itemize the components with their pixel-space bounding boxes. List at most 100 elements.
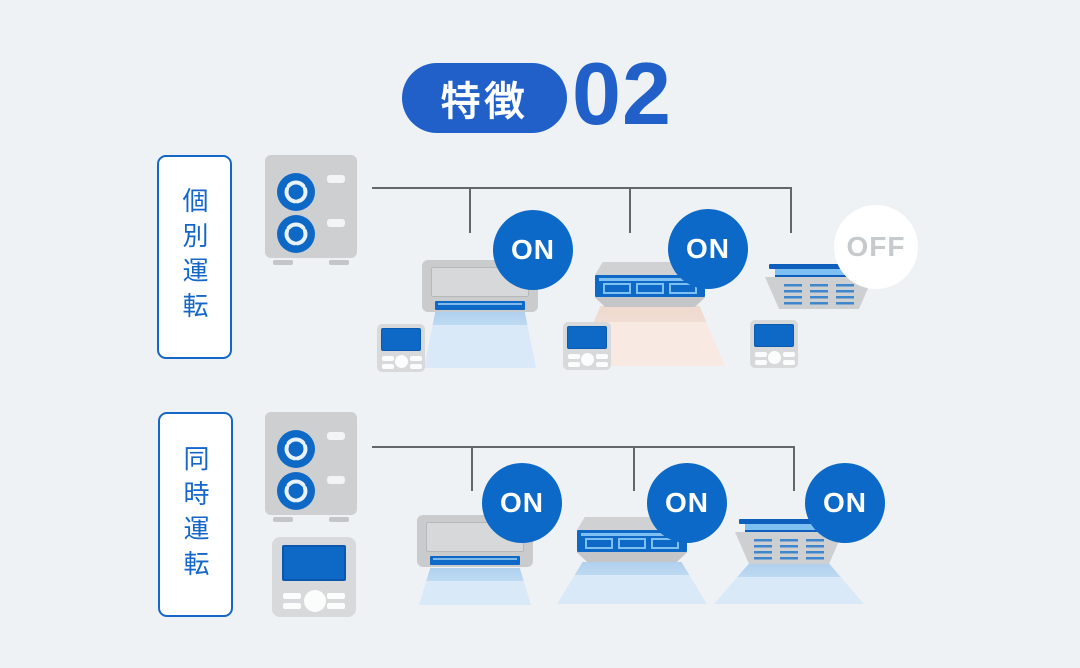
- grille: [754, 539, 772, 561]
- outdoor-unit-icon: [265, 155, 357, 265]
- remote-screen: [381, 328, 421, 351]
- unit-foot: [273, 517, 293, 522]
- remote-button: [304, 590, 326, 612]
- status-text: ON: [511, 234, 555, 265]
- status-text: ON: [686, 233, 730, 264]
- vent-slot: [327, 175, 345, 183]
- grille: [810, 284, 828, 306]
- section-label-simultaneous-text: 同時運転: [180, 444, 210, 585]
- vent-segment: [603, 283, 631, 294]
- grille: [806, 539, 824, 561]
- unit-vent: [435, 301, 525, 310]
- airflow-cool: [714, 564, 864, 604]
- unit-bottom: [594, 297, 706, 307]
- vent-segment: [651, 538, 679, 549]
- remote-screen: [754, 324, 794, 347]
- status-text: OFF: [846, 231, 906, 262]
- status-text: ON: [665, 487, 709, 518]
- outdoor-unit-icon: [265, 412, 357, 522]
- vent-slot: [327, 219, 345, 227]
- airflow-cool: [419, 568, 531, 605]
- remote-control-icon: [563, 322, 611, 370]
- bus-line: [372, 446, 795, 448]
- fan-icon: [277, 430, 315, 473]
- drop-line: [793, 446, 795, 491]
- section-label-simultaneous: 同時運転: [158, 412, 233, 617]
- remote-button: [382, 364, 394, 369]
- vent-segment: [618, 538, 646, 549]
- remote-button: [410, 356, 422, 361]
- remote-button: [783, 360, 795, 365]
- vent-slot: [327, 432, 345, 440]
- unit-panel: [595, 275, 705, 297]
- drop-line: [629, 187, 631, 233]
- remote-button: [568, 354, 580, 359]
- unit-foot: [273, 260, 293, 265]
- unit-foot: [329, 260, 349, 265]
- remote-button: [283, 603, 301, 609]
- unit-bottom: [576, 552, 688, 562]
- remote-button: [382, 356, 394, 361]
- drop-line: [469, 187, 471, 233]
- remote-button: [596, 362, 608, 367]
- unit-top-strip: [769, 264, 867, 269]
- unit-panel: [577, 530, 687, 552]
- fan-icon: [277, 472, 315, 515]
- drop-line: [633, 446, 635, 491]
- remote-button: [283, 593, 301, 599]
- unit-panel-strip: [775, 269, 867, 277]
- shared-remote-control-icon: [272, 537, 356, 617]
- vent-segment: [585, 538, 613, 549]
- vent-segment: [636, 283, 664, 294]
- status-text: ON: [823, 487, 867, 518]
- remote-control-icon: [377, 324, 425, 372]
- fan-icon: [277, 173, 315, 216]
- section-label-individual: 個別運転: [157, 155, 232, 359]
- remote-button: [783, 352, 795, 357]
- bus-line: [372, 187, 792, 189]
- grille: [836, 284, 854, 306]
- airflow-cool: [424, 312, 536, 368]
- unit-top-strip: [739, 519, 837, 524]
- remote-button: [395, 355, 408, 368]
- remote-button: [410, 364, 422, 369]
- remote-button: [327, 603, 345, 609]
- status-badge-on: ON: [668, 209, 748, 289]
- remote-button: [755, 360, 767, 365]
- remote-button: [568, 362, 580, 367]
- vent-slot: [327, 476, 345, 484]
- feature-badge-label: 特徴: [440, 80, 529, 124]
- grille: [780, 539, 798, 561]
- remote-button: [581, 353, 594, 366]
- feature-badge: 特徴: [402, 63, 567, 133]
- status-badge-on: ON: [647, 463, 727, 543]
- remote-button: [596, 354, 608, 359]
- unit-vent-line: [599, 278, 701, 281]
- remote-control-icon: [750, 320, 798, 368]
- remote-button: [768, 351, 781, 364]
- vent-segment: [669, 283, 697, 294]
- section-label-individual-text: 個別運転: [179, 187, 209, 327]
- unit-vent-line: [433, 558, 517, 560]
- status-badge-on: ON: [805, 463, 885, 543]
- airflow-cool: [557, 562, 707, 604]
- grille: [784, 284, 802, 306]
- status-badge-off: OFF: [834, 205, 918, 289]
- status-badge-on: ON: [493, 210, 573, 290]
- unit-panel-strip: [745, 524, 837, 532]
- drop-line: [471, 446, 473, 491]
- unit-foot: [329, 517, 349, 522]
- feature-number: 02: [572, 44, 672, 143]
- remote-screen: [282, 545, 346, 581]
- status-text: ON: [500, 487, 544, 518]
- fan-icon: [277, 215, 315, 258]
- remote-button: [755, 352, 767, 357]
- status-badge-on: ON: [482, 463, 562, 543]
- remote-screen: [567, 326, 607, 349]
- unit-vent: [430, 556, 520, 565]
- drop-line: [790, 187, 792, 233]
- unit-vent-line: [438, 303, 522, 305]
